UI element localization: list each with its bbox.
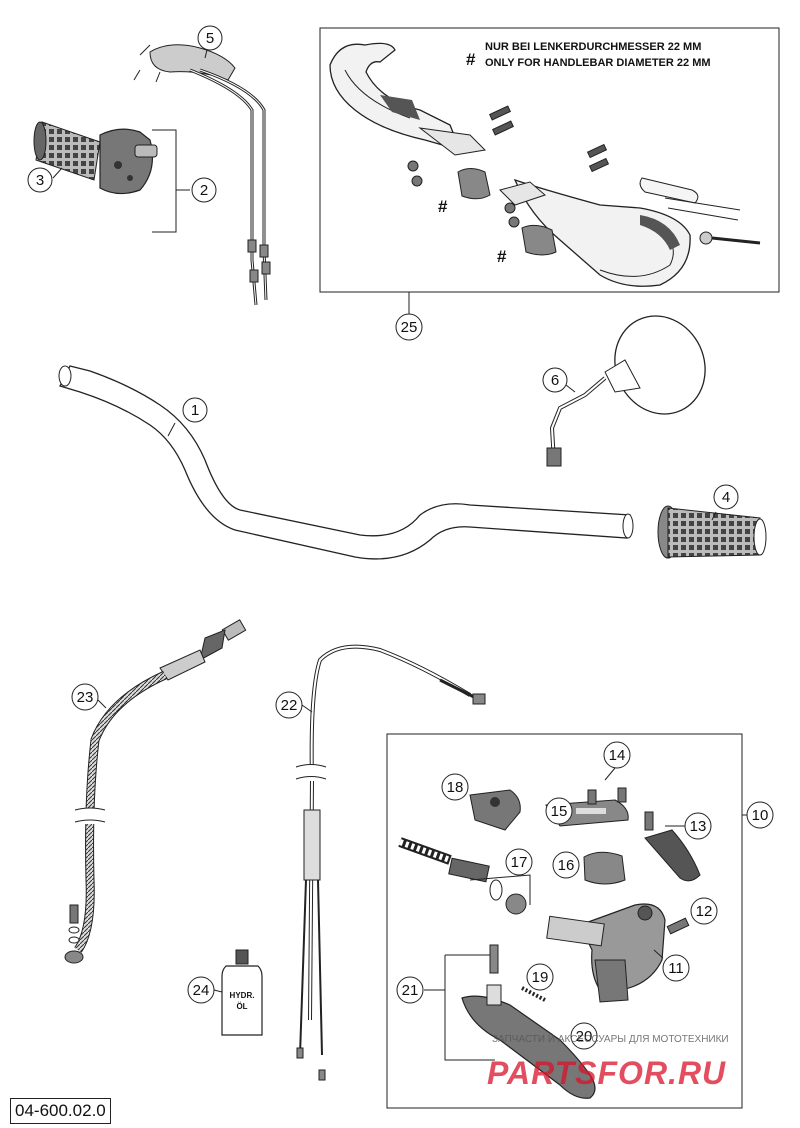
reservoir-diaphragm[interactable] xyxy=(583,851,626,885)
callout-12-label: 12 xyxy=(696,903,713,920)
callout-6: 6 xyxy=(542,367,576,393)
callout-3: 3 xyxy=(27,167,63,193)
nut-right-1[interactable] xyxy=(504,202,516,214)
callout-11: 11 xyxy=(653,949,690,982)
handguard-kit-box: # NUR BEI LENKERDURCHMESSER 22 MM ONLY F… xyxy=(319,27,780,315)
bleed-screw[interactable] xyxy=(666,917,690,935)
nut-left-1[interactable] xyxy=(407,160,419,172)
callout-21-label: 21 xyxy=(402,982,419,999)
brake-lever[interactable] xyxy=(461,995,596,1099)
callout-4: 4 xyxy=(711,484,739,521)
nut-left-2[interactable] xyxy=(411,175,423,187)
master-cylinder-kit-box xyxy=(386,733,748,1109)
callout-19: 19 xyxy=(526,963,554,991)
throttle-cables[interactable] xyxy=(133,44,271,306)
note-line-de: NUR BEI LENKERDURCHMESSER 22 MM xyxy=(485,41,701,53)
callout-4-label: 4 xyxy=(722,489,730,506)
throttle-bracket-lines xyxy=(152,129,177,233)
master-cylinder-body[interactable] xyxy=(546,903,666,1003)
callout-1: 1 xyxy=(167,397,208,437)
spacer-sleeve-right[interactable] xyxy=(521,224,557,256)
callout-1-label: 1 xyxy=(191,402,199,419)
bottle-label-line1: HYDR. xyxy=(230,991,255,1000)
watermark-tagline: ЗАПЧАСТИ И АКСЕССУАРЫ ДЛЯ МОТОТЕХНИКИ xyxy=(492,1034,729,1045)
callout-15-label: 15 xyxy=(551,803,568,820)
callout-17: 17 xyxy=(469,848,533,905)
left-grip[interactable] xyxy=(657,505,767,559)
hydraulic-line[interactable] xyxy=(64,619,247,964)
callout-24-label: 24 xyxy=(193,982,210,999)
handguard-left[interactable] xyxy=(329,42,487,156)
callout-19-label: 19 xyxy=(532,969,549,986)
callout-13: 13 xyxy=(665,812,712,840)
callout-23-label: 23 xyxy=(77,689,94,706)
handlebar-end-section xyxy=(639,177,741,221)
bottle-label-line2: ÖL xyxy=(236,1002,247,1011)
callout-24: 24 xyxy=(187,976,223,1004)
reservoir-screws[interactable] xyxy=(587,787,627,805)
clamp-bolt-left-1[interactable] xyxy=(489,105,511,121)
lever-pivot-bolt[interactable] xyxy=(486,944,502,1006)
spacer-sleeve-left[interactable] xyxy=(457,168,491,200)
clamp-bolt-right-1[interactable] xyxy=(586,143,608,159)
callout-20-label: 20 xyxy=(576,1028,593,1045)
note-line-en: ONLY FOR HANDLEBAR DIAMETER 22 MM xyxy=(485,57,711,69)
throttle-grip[interactable] xyxy=(33,121,101,181)
callout-23: 23 xyxy=(71,683,107,711)
callout-5: 5 xyxy=(197,25,223,59)
callout-25: 25 xyxy=(395,313,423,341)
callout-22: 22 xyxy=(275,691,313,719)
adjuster-screw[interactable] xyxy=(644,811,701,882)
callout-3-label: 3 xyxy=(36,172,44,189)
hash-mark-left: # xyxy=(438,197,448,216)
callout-22-label: 22 xyxy=(281,697,298,714)
callout-12: 12 xyxy=(690,897,718,925)
watermark-logo: PARTSFOR.RU xyxy=(487,1055,727,1091)
callout-13-label: 13 xyxy=(690,818,707,835)
lever-spring[interactable] xyxy=(521,986,546,1002)
callout-18: 18 xyxy=(441,773,469,801)
handguard-right[interactable] xyxy=(499,178,691,287)
callout-18-label: 18 xyxy=(447,779,464,796)
callout-10-label: 10 xyxy=(752,807,769,824)
diagram-part-code: 04-600.02.0 xyxy=(10,1098,111,1124)
mirror[interactable] xyxy=(546,301,721,467)
handlebar[interactable] xyxy=(58,365,634,560)
note-hash: # xyxy=(466,50,476,69)
callout-6-label: 6 xyxy=(551,372,559,389)
throttle-housing[interactable] xyxy=(99,128,158,195)
kit-frame-10 xyxy=(386,733,743,1109)
callout-25-label: 25 xyxy=(401,319,418,336)
hydraulic-oil-bottle[interactable]: HYDR. ÖL xyxy=(221,949,263,1036)
clutch-cable[interactable] xyxy=(295,644,486,1081)
callout-15: 15 xyxy=(545,797,573,825)
callout-16-label: 16 xyxy=(558,857,575,874)
end-bolt[interactable] xyxy=(699,231,761,245)
kit-frame xyxy=(319,27,780,293)
callout-11-label: 11 xyxy=(668,960,684,977)
nut-right-2[interactable] xyxy=(508,216,520,228)
callout-5-label: 5 xyxy=(206,30,214,47)
callout-14: 14 xyxy=(603,741,631,781)
lever-bracket[interactable] xyxy=(469,789,521,831)
callout-17-label: 17 xyxy=(511,854,528,871)
hash-mark-right: # xyxy=(497,247,507,266)
callout-21: 21 xyxy=(396,976,445,1004)
clamp-bolt-right-2[interactable] xyxy=(588,157,610,173)
callout-16: 16 xyxy=(552,851,580,879)
callout-2-label: 2 xyxy=(200,182,208,199)
callout-14-label: 14 xyxy=(609,747,626,764)
callout-10: 10 xyxy=(746,801,774,829)
callout-2: 2 xyxy=(176,177,217,203)
callout-20: 20 xyxy=(570,1022,598,1050)
clamp-bolt-left-2[interactable] xyxy=(492,120,514,136)
piston-kit[interactable] xyxy=(398,837,527,915)
